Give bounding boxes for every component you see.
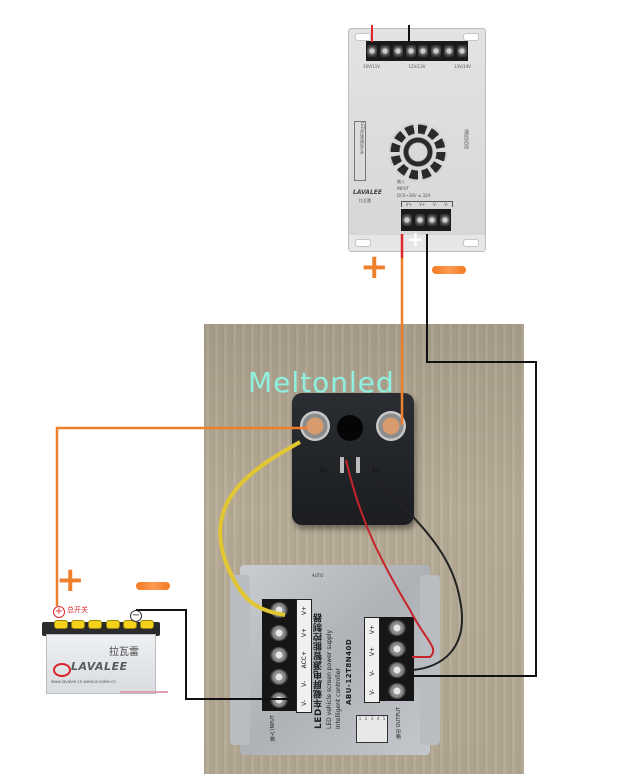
battery-cap — [139, 620, 154, 629]
terminal-label: V+ — [419, 202, 426, 207]
terminal-screw — [456, 45, 467, 57]
terminal-screw — [427, 214, 438, 226]
wire-yellow — [218, 440, 301, 617]
top-terminal-labels: 10V/11V 12V/13V 13V/14V — [363, 64, 471, 69]
battery-brand: LAVALEE — [71, 660, 128, 673]
inverter-device: 10V/11V 12V/13V 13V/14V LED环境温控开关 温控风扇 L… — [348, 28, 486, 252]
fan-label: 温控风扇 — [463, 129, 469, 149]
dip-number: 2 — [364, 716, 368, 721]
negative-sign-icon — [432, 266, 466, 274]
wire-black-relay — [361, 459, 463, 671]
relay-stud-left — [300, 411, 330, 441]
auto-label: AUTO — [312, 573, 324, 578]
output-terminal-labels: V+ V+ V- V- — [364, 617, 380, 703]
terminal-screw — [405, 45, 416, 57]
plus-mark: + — [407, 227, 424, 251]
mount-ear — [420, 575, 440, 745]
side-label-box: LED环境温控开关 — [354, 121, 366, 181]
mount-slot — [463, 33, 479, 41]
battery-underline — [120, 691, 168, 693]
dip-number: 3 — [370, 716, 374, 721]
battery-negative-sign-icon — [136, 582, 170, 590]
mount-ear — [230, 575, 250, 745]
terminal-group-label: 13V/14V — [454, 64, 471, 69]
terminal-screw — [388, 661, 406, 678]
terminal-group-label: 12V/13V — [408, 64, 426, 69]
terminal-screw — [270, 624, 288, 641]
input-terminal-block — [401, 209, 451, 231]
battery-brand-cn: 拉瓦雷 — [109, 647, 139, 658]
relay: 85 86 — [292, 393, 414, 525]
output-terminal-block — [380, 617, 414, 701]
fan-frame — [389, 123, 447, 181]
battery-caps — [54, 620, 154, 629]
mount-slot — [355, 239, 371, 247]
mount-flange: + — [349, 229, 485, 251]
battery-cap — [122, 620, 137, 629]
input-spec: DC0~36V ≤ 32A — [397, 193, 431, 198]
top-terminal-block — [366, 41, 468, 61]
inverter-brand: LAVALEE — [353, 189, 382, 196]
dip-number: 1 — [358, 716, 362, 721]
terminal-screw — [414, 214, 425, 226]
terminal-screw — [443, 45, 454, 57]
terminal-screw — [270, 646, 288, 663]
input-terminal-block — [262, 599, 296, 711]
relay-pin-label: 86 — [372, 467, 380, 474]
battery: 拉瓦雷 LAVALEE www.lavalee.cn www.la-valee.… — [40, 612, 164, 694]
dip-number: 5 — [382, 716, 386, 721]
main-switch-label: 总开关 — [67, 606, 88, 614]
input-terminal-labels: V+ V+ ACC+ V- V- — [296, 599, 312, 713]
bottom-terminal-labels: V+ V+ V- V- — [401, 201, 453, 207]
mount-slot — [355, 33, 371, 41]
watermark-text: Meltonled — [248, 366, 395, 399]
battery-cap — [88, 620, 103, 629]
relay-pin — [340, 457, 344, 473]
input-label-cn: 输入 — [397, 179, 405, 184]
battery-cap — [54, 620, 68, 629]
terminal-screw — [388, 619, 406, 636]
terminal-screw — [392, 45, 403, 57]
terminal-label: V- — [432, 202, 437, 207]
relay-indicator — [337, 415, 363, 441]
power-controller: AUTO V+ V+ ACC+ V- V- LED车载屏电源智能控制器 LED … — [230, 565, 440, 755]
terminal-screw — [380, 45, 391, 57]
battery-positive-terminal-icon: + — [53, 606, 65, 618]
terminal-screw — [270, 669, 288, 686]
dip-number: 4 — [376, 716, 380, 721]
battery-cap — [71, 620, 86, 629]
battery-website: www.lavalee.cn www.la-valee.cn — [51, 679, 116, 684]
wire-positive-battery — [55, 426, 308, 606]
terminal-screw — [418, 45, 429, 57]
terminal-screw — [439, 214, 450, 226]
dip-switch: 1 2 3 4 5 — [356, 715, 388, 743]
terminal-screw — [431, 45, 442, 57]
terminal-screw — [388, 682, 406, 699]
input-label: INPUT — [397, 186, 409, 191]
mount-slot — [463, 239, 479, 247]
positive-sign-icon: + — [360, 247, 389, 287]
relay-pin — [356, 457, 360, 473]
inverter-brand-cn: 拉瓦雷 — [359, 198, 371, 203]
battery-logo-icon — [53, 663, 71, 677]
terminal-screw — [402, 214, 413, 226]
terminal-group-label: 10V/11V — [363, 64, 380, 69]
battery-body: 拉瓦雷 LAVALEE www.lavalee.cn www.la-valee.… — [46, 634, 156, 694]
terminal-screw — [367, 45, 378, 57]
wire-negative-battery — [136, 609, 290, 700]
terminal-label: V+ — [405, 202, 412, 207]
wire-red-relay — [345, 459, 435, 658]
battery-positive-sign-icon: + — [56, 560, 85, 600]
relay-pin-label: 85 — [320, 467, 328, 474]
battery-cap — [105, 620, 120, 629]
terminal-screw — [388, 640, 406, 657]
wire-negative-inverter — [410, 234, 537, 677]
terminal-label: V- — [444, 202, 449, 207]
